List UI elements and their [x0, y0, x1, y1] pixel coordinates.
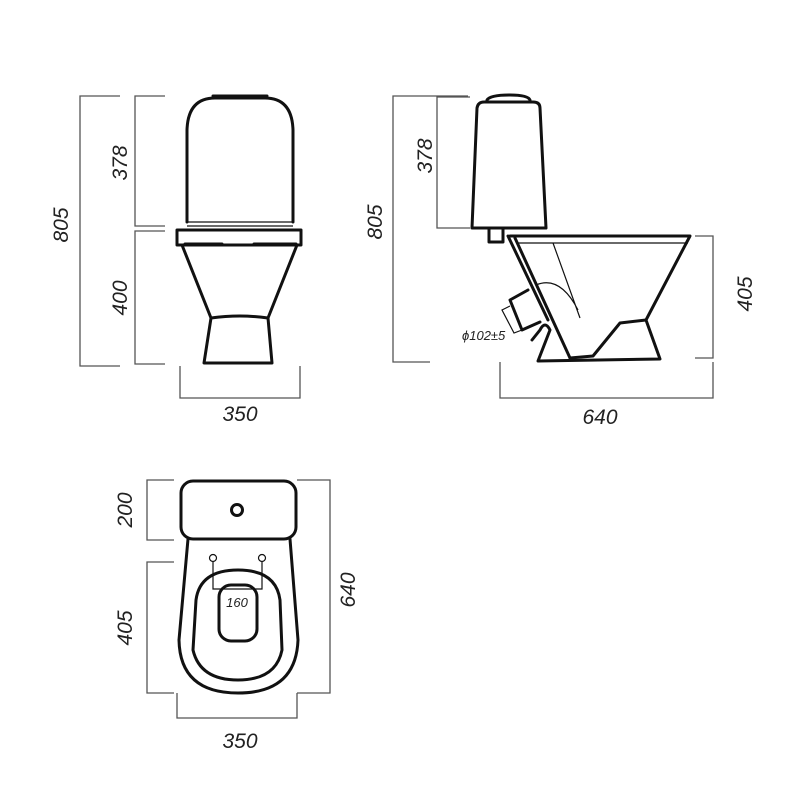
- side-dimensions: 805 378 405 640 ϕ102±5: [364, 95, 757, 429]
- top-tank-depth-label: 200: [114, 492, 137, 528]
- side-bowl-rim: [508, 234, 692, 363]
- side-outlet: [508, 288, 542, 332]
- top-view: 160: [177, 479, 300, 695]
- front-bowl: [180, 243, 299, 320]
- front-dimensions: 805 378 400 350: [50, 95, 301, 426]
- front-rim: [175, 228, 303, 247]
- front-pedestal: [202, 316, 274, 365]
- side-bowl-back: [506, 234, 572, 360]
- hinge-spacing-label: 160: [226, 595, 248, 610]
- front-tank-height-label: 378: [109, 145, 132, 180]
- side-length-label: 640: [582, 406, 617, 429]
- hinge-hole-right: [257, 553, 267, 563]
- outlet-diameter-label: ϕ102±5: [462, 328, 506, 343]
- top-tank: [179, 479, 298, 541]
- top-bowl-opening: [217, 583, 259, 643]
- front-tank: [185, 96, 295, 224]
- front-bowl-height-label: 400: [109, 280, 132, 315]
- side-bowl-height-label: 405: [734, 276, 757, 311]
- side-inner-lines: [518, 242, 688, 319]
- side-tank: [470, 100, 548, 230]
- side-tank-lid: [485, 93, 532, 102]
- hinge-dimension: [212, 562, 263, 590]
- side-tank-connector: [487, 226, 505, 244]
- top-bowl-outer: [177, 537, 300, 695]
- flush-button-hole: [230, 503, 244, 517]
- side-view: [470, 93, 692, 363]
- top-seat: [191, 568, 284, 682]
- front-tank-base: [187, 221, 293, 227]
- top-bowl-length-label: 405: [114, 610, 137, 645]
- top-width-label: 350: [222, 730, 257, 753]
- top-dimensions: 200 405 640 350: [114, 479, 360, 753]
- side-outlet-pipe: [501, 305, 523, 334]
- hinge-hole-left: [208, 553, 218, 563]
- side-height-label: 805: [364, 204, 387, 239]
- side-bowl-trap: [568, 318, 648, 360]
- front-height-label: 805: [50, 207, 73, 242]
- front-view: [175, 94, 303, 365]
- front-width-label: 350: [222, 403, 257, 426]
- side-tank-height-label: 378: [414, 138, 437, 173]
- top-total-length-label: 640: [337, 572, 360, 607]
